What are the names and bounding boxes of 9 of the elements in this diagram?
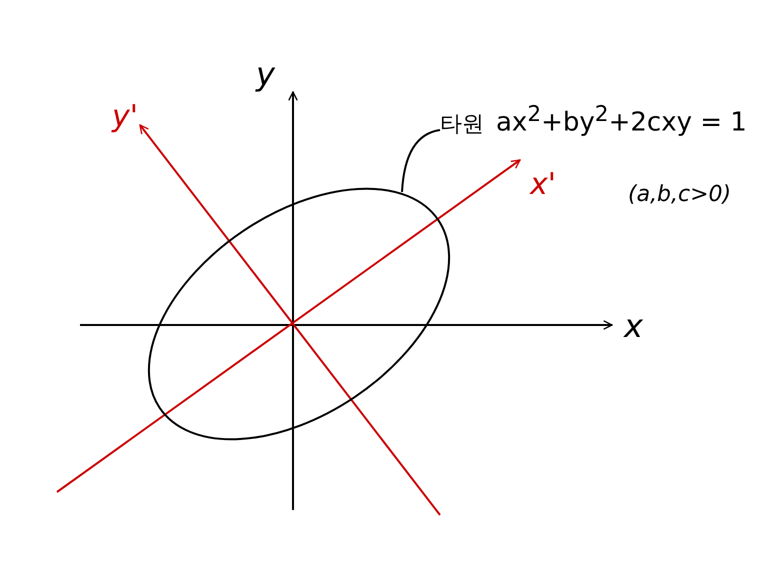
axis-label: y' — [112, 102, 138, 132]
ellipse-curve — [148, 188, 450, 440]
axis-label: x' — [530, 170, 556, 200]
condition-note: (a,b,c>0) — [628, 184, 732, 206]
leader-line — [401, 129, 440, 192]
axis-label: x — [624, 310, 643, 342]
equation: ax$^{2}$+by$^{2}$+2cxy = 1 — [496, 104, 747, 136]
axis-label: y — [256, 58, 275, 90]
ellipse-label: 타원 — [440, 114, 484, 136]
